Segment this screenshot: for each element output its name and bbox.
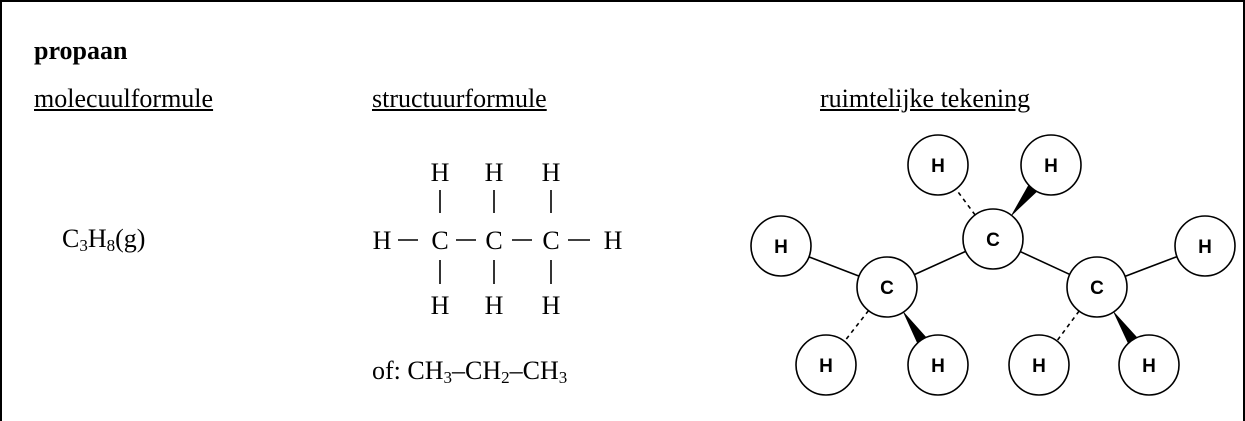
struct-c-2: C xyxy=(485,226,502,255)
struct-c-3: C xyxy=(542,226,559,255)
hydrogen-atom-2: H xyxy=(907,134,969,196)
hydrogen-atom-3: H xyxy=(1020,134,1082,196)
svg-text:H: H xyxy=(1142,356,1156,377)
carbon-atom-2: C xyxy=(962,208,1024,270)
struct-h-right: H xyxy=(604,226,623,255)
struct-h-top-1: H xyxy=(431,158,450,187)
svg-text:C: C xyxy=(986,230,1000,251)
svg-text:C: C xyxy=(1090,278,1104,299)
bond-c2-c3 xyxy=(1019,250,1071,276)
hydrogen-atom-1: H xyxy=(750,215,812,277)
wedge-bond-c1-h6 xyxy=(902,310,929,347)
svg-text:H: H xyxy=(1032,356,1046,377)
struct-h-bottom-3: H xyxy=(542,291,561,320)
bond-c1-c2 xyxy=(913,250,967,276)
svg-text:H: H xyxy=(931,156,945,177)
molecular-formula: C3H8(g) xyxy=(62,224,146,255)
hydrogen-atom-7: H xyxy=(1008,334,1070,396)
page-title: propaan xyxy=(34,36,128,65)
dashed-bond-c1-h5 xyxy=(843,310,870,342)
hydrogen-atom-4: H xyxy=(1174,215,1236,277)
hydrogen-atom-8: H xyxy=(1118,334,1180,396)
wedge-bond-c2-h3 xyxy=(1010,181,1040,217)
svg-text:H: H xyxy=(774,237,788,258)
struct-h-bottom-2: H xyxy=(485,291,504,320)
bond-c3-h4 xyxy=(1124,255,1178,278)
bond-c1-h1 xyxy=(808,256,860,277)
svg-text:H: H xyxy=(931,356,945,377)
struct-c-1: C xyxy=(431,226,448,255)
condensed-formula: of: CH3–CH2–CH3 xyxy=(372,356,568,387)
wedge-bond-c3-h8 xyxy=(1112,310,1140,347)
struct-h-bottom-1: H xyxy=(431,291,450,320)
svg-text:H: H xyxy=(1198,237,1212,258)
dashed-bond-c3-h7 xyxy=(1056,310,1080,342)
svg-text:C: C xyxy=(880,278,894,299)
header-molecular-formula: molecuulformule xyxy=(34,84,214,113)
hydrogen-atom-6: H xyxy=(907,334,969,396)
svg-text:H: H xyxy=(1044,156,1058,177)
carbon-atom-1: C xyxy=(856,256,918,318)
struct-h-top-3: H xyxy=(542,158,561,187)
carbon-atom-3: C xyxy=(1066,256,1128,318)
dashed-bond-c2-h2 xyxy=(955,188,976,216)
header-structural-formula: structuurformule xyxy=(372,84,547,113)
header-spatial-drawing: ruimtelijke tekening xyxy=(820,84,1031,113)
struct-h-top-2: H xyxy=(485,158,504,187)
hydrogen-atom-5: H xyxy=(795,334,857,396)
svg-text:H: H xyxy=(819,356,833,377)
struct-h-left: H xyxy=(373,226,392,255)
